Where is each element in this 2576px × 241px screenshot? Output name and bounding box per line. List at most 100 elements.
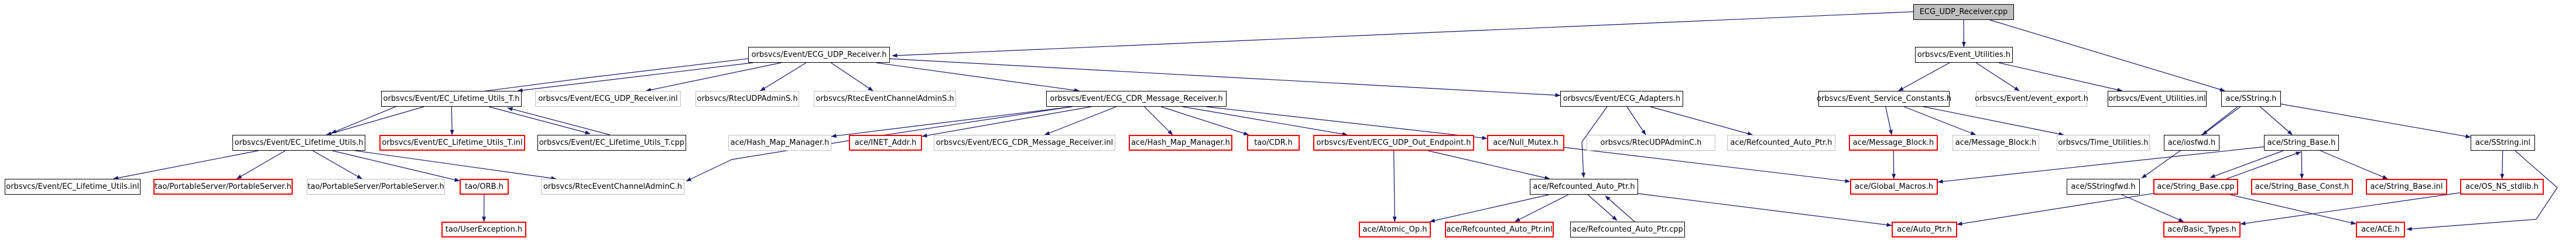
include-edge-adapters-to-udp_admin_c — [1626, 106, 1646, 135]
graph-node-msgblk_red[interactable]: ace/Message_Block.h — [1849, 135, 1938, 151]
include-edge-strbase_h-to-strbase_inl — [2320, 150, 2388, 179]
graph-node-hash_red[interactable]: ace/Hash_Map_Manager.h — [1129, 135, 1232, 151]
include-edge-cdr_recv_h-to-cdr_recv_inl — [1044, 106, 1116, 135]
graph-node-atomic[interactable]: ace/Atomic_Op.h — [1359, 222, 1431, 237]
graph-node-lt_h[interactable]: orbsvcs/Event/EC_Lifetime_Utils.h — [232, 135, 365, 151]
graph-node-user_exc[interactable]: tao/UserException.h — [441, 222, 526, 237]
include-edge-null_mutex-to-glob_macros — [1564, 147, 1851, 184]
include-edge-strbase_cpp-to-ace_h — [2229, 194, 2356, 225]
graph-node-sstring_inl[interactable]: ace/SString.inl — [2471, 135, 2535, 151]
include-edge-udp_recv_h-to-cdr_recv_h — [876, 62, 1080, 93]
include-edge-refc_h-to-refc_inl — [1515, 194, 1569, 222]
include-edge-strbase_h-to-strbase_cpp — [2210, 150, 2284, 178]
include-edge-strbase_cpp-to-strbase_h — [2226, 151, 2301, 179]
graph-node-refc_inl[interactable]: ace/Refcounted_Auto_Ptr.inl — [1445, 222, 1554, 237]
include-edge-lt_h-to-ps_gray — [312, 150, 362, 179]
include-edge-udp_recv_h-to-ec_admin_s — [830, 62, 873, 91]
include-edge-udp_recv_h-to-udp_admin_s — [760, 62, 807, 91]
include-edge-svc_const-to-msgblk_gray — [1904, 106, 1976, 135]
include-edge-udp_recv_h-to-lt_T_h — [517, 62, 753, 93]
include-edge-lt_h-to-ps_red — [236, 150, 286, 179]
include-edge-strbase_h-to-glob_macros — [1937, 146, 2265, 184]
include-edge-evt_util_h-to-svc_const — [1898, 62, 1950, 91]
graph-node-evt_util_h[interactable]: orbsvcs/Event_Utilities.h — [1915, 47, 2013, 63]
include-edge-refc_h-to-atomic — [1429, 194, 1549, 223]
include-edge-lt_h-to-orb — [332, 150, 460, 182]
include-edge-strbase_h-to-strbase_const — [2300, 150, 2304, 179]
include-edge-udp_recv_h-to-udp_recv_inl — [645, 62, 782, 92]
graph-node-sstringfwd[interactable]: ace/SStringfwd.h — [2067, 179, 2140, 195]
include-edge-sstring_inl-to-os_ns_stdlib — [2500, 150, 2505, 179]
include-edge-out_endpoint-to-refc_h — [1427, 150, 1550, 180]
include-edge-svc_const-to-msgblk_red — [1885, 106, 1893, 135]
graph-node-lt_T_cpp[interactable]: orbsvcs/Event/EC_Lifetime_Utils_T.cpp — [537, 135, 686, 151]
include-edge-evt_util_h-to-evt_util_inl — [1998, 62, 2123, 92]
graph-node-lt_T_h[interactable]: orbsvcs/Event/EC_Lifetime_Utils_T.h — [381, 91, 522, 107]
include-edge-sstring_inl-to-ace_h — [2406, 150, 2558, 231]
include-edge-cdr_recv_h-to-inet — [922, 106, 1091, 138]
include-edge-msgblk_red-to-glob_macros — [1892, 150, 1896, 179]
graph-node-glob_macros[interactable]: ace/Global_Macros.h — [1850, 179, 1938, 195]
include-edge-udp_recv_h-to-adapters — [889, 58, 1561, 97]
graph-node-cdr_recv_inl: orbsvcs/Event/ECG_CDR_Message_Receiver.i… — [934, 135, 1115, 151]
include-edge-sstring_h-to-sstring_inl — [2280, 103, 2471, 138]
include-edge-sstring_h-to-strbase_h — [2260, 106, 2293, 135]
graph-node-udp_recv_h[interactable]: orbsvcs/Event/ECG_UDP_Receiver.h — [748, 47, 890, 63]
graph-node-evt_util_inl[interactable]: orbsvcs/Event_Utilities.inl — [2108, 91, 2207, 107]
include-edge-sstring_h-to-iosfwd — [2202, 106, 2241, 135]
graph-node-refc_cpp[interactable]: ace/Refcounted_Auto_Ptr.cpp — [1570, 222, 1685, 237]
graph-node-strbase_cpp[interactable]: ace/String_Base.cpp — [2153, 179, 2238, 195]
include-edge-svc_const-to-time_util — [1923, 106, 2064, 136]
graph-node-evt_export: orbsvcs/Event/event_export.h — [1975, 91, 2088, 107]
graph-node-strbase_inl[interactable]: ace/String_Base.inl — [2366, 179, 2447, 195]
include-edge-lt_h-to-lt_inl — [113, 150, 259, 180]
graph-node-time_util: orbsvcs/Time_Utilities.h — [2057, 135, 2150, 151]
graph-node-ps_red[interactable]: tao/PortableServer/PortableServer.h — [153, 179, 293, 195]
graph-node-refc_h[interactable]: ace/Refcounted_Auto_Ptr.h — [1530, 179, 1638, 195]
include-edge-cdr_recv_h-to-out_endpoint — [1183, 106, 1348, 137]
graph-node-sstring_h[interactable]: ace/SString.h — [2221, 91, 2281, 107]
include-edge-cdr_recv_h-to-tao_cdr — [1160, 106, 1249, 135]
include-edge-lt_T_h-to-lt_T_inl — [450, 106, 454, 135]
graph-node-svc_const[interactable]: orbsvcs/Event_Service_Constants.h — [1817, 91, 1951, 107]
graph-node-strbase_const[interactable]: ace/String_Base_Const.h — [2251, 179, 2353, 195]
include-edge-cdr_recv_h-to-hash_gray — [831, 106, 1073, 138]
graph-node-strbase_h[interactable]: ace/String_Base.h — [2264, 135, 2339, 151]
graph-node-lt_inl[interactable]: orbsvcs/Event/EC_Lifetime_Utils.inl — [5, 179, 141, 195]
graph-node-orb[interactable]: tao/ORB.h — [460, 179, 509, 195]
include-edge-adapters-to-refc_gray — [1650, 106, 1753, 136]
graph-node-adapters[interactable]: orbsvcs/Event/ECG_Adapters.h — [1560, 91, 1683, 107]
graph-node-basic_types[interactable]: ace/Basic_Types.h — [2163, 222, 2241, 237]
graph-node-ace_h[interactable]: ace/ACE.h — [2356, 222, 2405, 237]
include-edge-sstringfwd-to-basic_types — [2121, 194, 2184, 222]
graph-node-msgblk_gray: ace/Message_Block.h — [1952, 135, 2039, 151]
graph-node-os_ns_stdlib[interactable]: ace/OS_NS_stdlib.h — [2460, 179, 2544, 195]
include-edge-lt_h-to-ec_admin_c — [355, 150, 557, 181]
include-edge-root-to-sstring_h — [1989, 19, 2225, 91]
graph-node-ec_admin_s: orbsvcs/RtecEventChannelAdminS.h — [814, 91, 956, 107]
include-edge-evt_util_h-to-evt_export — [1975, 62, 2020, 91]
graph-node-tao_cdr[interactable]: tao/CDR.h — [1247, 135, 1300, 151]
include-edge-lt_T_h-to-lt_T_cpp — [488, 106, 591, 135]
include-edge-refc_h-to-refc_cpp — [1587, 194, 1618, 221]
graph-node-out_endpoint[interactable]: orbsvcs/Event/ECG_UDP_Out_Endpoint.h — [1313, 135, 1474, 151]
graph-node-udp_recv_inl: orbsvcs/Event/ECG_UDP_Receiver.inl — [535, 91, 681, 107]
include-edge-cdr_recv_h-to-hash_red — [1144, 106, 1173, 135]
graph-node-cdr_recv_h[interactable]: orbsvcs/Event/ECG_CDR_Message_Receiver.h — [1046, 91, 1227, 107]
include-edge-lt_T_cpp-to-lt_T_h — [507, 107, 611, 135]
graph-node-udp_admin_c: orbsvcs/RtecUDPAdminC.h — [1587, 135, 1715, 151]
include-edge-strbase_cpp-to-auto_ptr — [1957, 193, 2154, 226]
include-edge-os_ns_stdlib-to-basic_types — [2240, 192, 2461, 226]
graph-node-udp_admin_s: orbsvcs/RtecUDPAdminS.h — [696, 91, 799, 107]
graph-node-auto_ptr[interactable]: ace/Auto_Ptr.h — [1892, 222, 1957, 237]
graph-node-inet[interactable]: ace/INET_Addr.h — [849, 135, 922, 151]
include-edge-refc_h-to-auto_ptr — [1638, 193, 1892, 227]
include-edge-adapters-to-refc_h — [1581, 106, 1608, 178]
graph-node-iosfwd[interactable]: ace/iosfwd.h — [2164, 135, 2219, 151]
graph-node-lt_T_inl[interactable]: orbsvcs/Event/EC_Lifetime_Utils_T.inl — [379, 135, 525, 151]
graph-node-null_mutex[interactable]: ace/Null_Mutex.h — [1487, 135, 1564, 151]
graph-node-hash_gray: ace/Hash_Map_Manager.h — [728, 135, 831, 151]
